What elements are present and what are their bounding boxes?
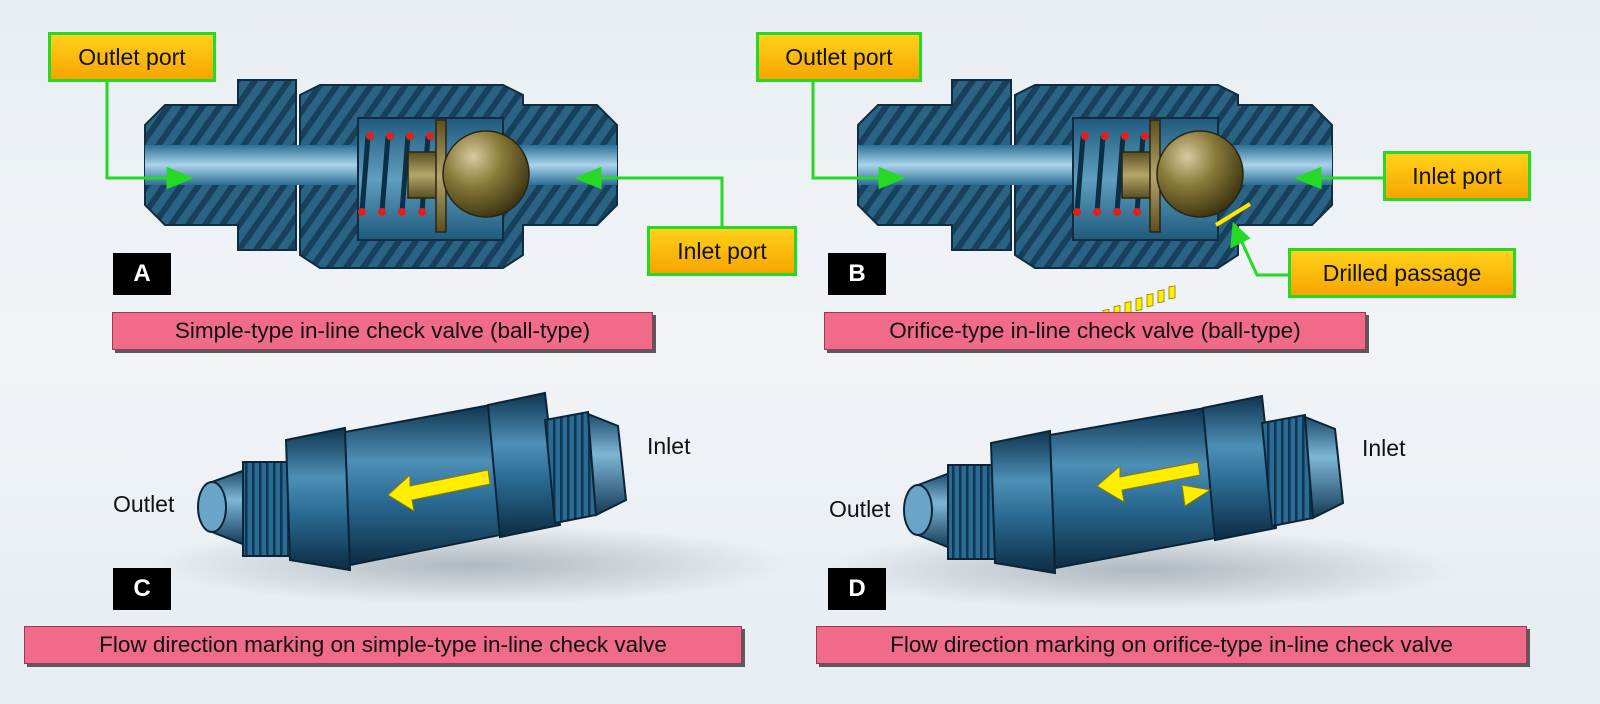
valve-a-cross-section — [144, 79, 618, 269]
outlet-port-label-a: Outlet port — [48, 32, 216, 82]
valve-d-external-view — [820, 285, 1460, 610]
inlet-label-c: Inlet — [647, 433, 691, 459]
drilled-passage-text-b: Drilled passage — [1322, 259, 1482, 286]
inlet-port-text-b: Inlet port — [1412, 162, 1502, 189]
caption-b: Orifice-type in-line check valve (ball-t… — [824, 312, 1366, 350]
drilled-passage-label-b: Drilled passage — [1288, 248, 1516, 298]
inlet-port-label-a: Inlet port — [647, 226, 797, 276]
outlet-port-label-b: Outlet port — [756, 32, 922, 82]
caption-d: Flow direction marking on orifice-type i… — [816, 626, 1527, 664]
outlet-port-text-a: Outlet port — [78, 43, 186, 70]
inlet-port-text-a: Inlet port — [677, 237, 767, 264]
inlet-label-d: Inlet — [1362, 435, 1406, 461]
caption-c: Flow direction marking on simple-type in… — [24, 626, 742, 664]
outlet-label-d: Outlet — [829, 496, 891, 522]
caption-a: Simple-type in-line check valve (ball-ty… — [112, 312, 653, 350]
panel-badge-d: D — [828, 568, 886, 610]
valve-a-leader-lines — [105, 80, 724, 228]
panel-badge-b: B — [828, 253, 886, 295]
inlet-port-label-b: Inlet port — [1383, 151, 1531, 201]
outlet-port-text-b: Outlet port — [785, 43, 893, 70]
valve-c-external-view — [150, 391, 790, 605]
valve-b-leader-lines — [811, 80, 1385, 277]
panel-badge-c: C — [113, 568, 171, 610]
outlet-label-c: Outlet — [113, 491, 175, 517]
panel-badge-a: A — [113, 253, 171, 295]
valve-b-cross-section — [857, 79, 1333, 269]
